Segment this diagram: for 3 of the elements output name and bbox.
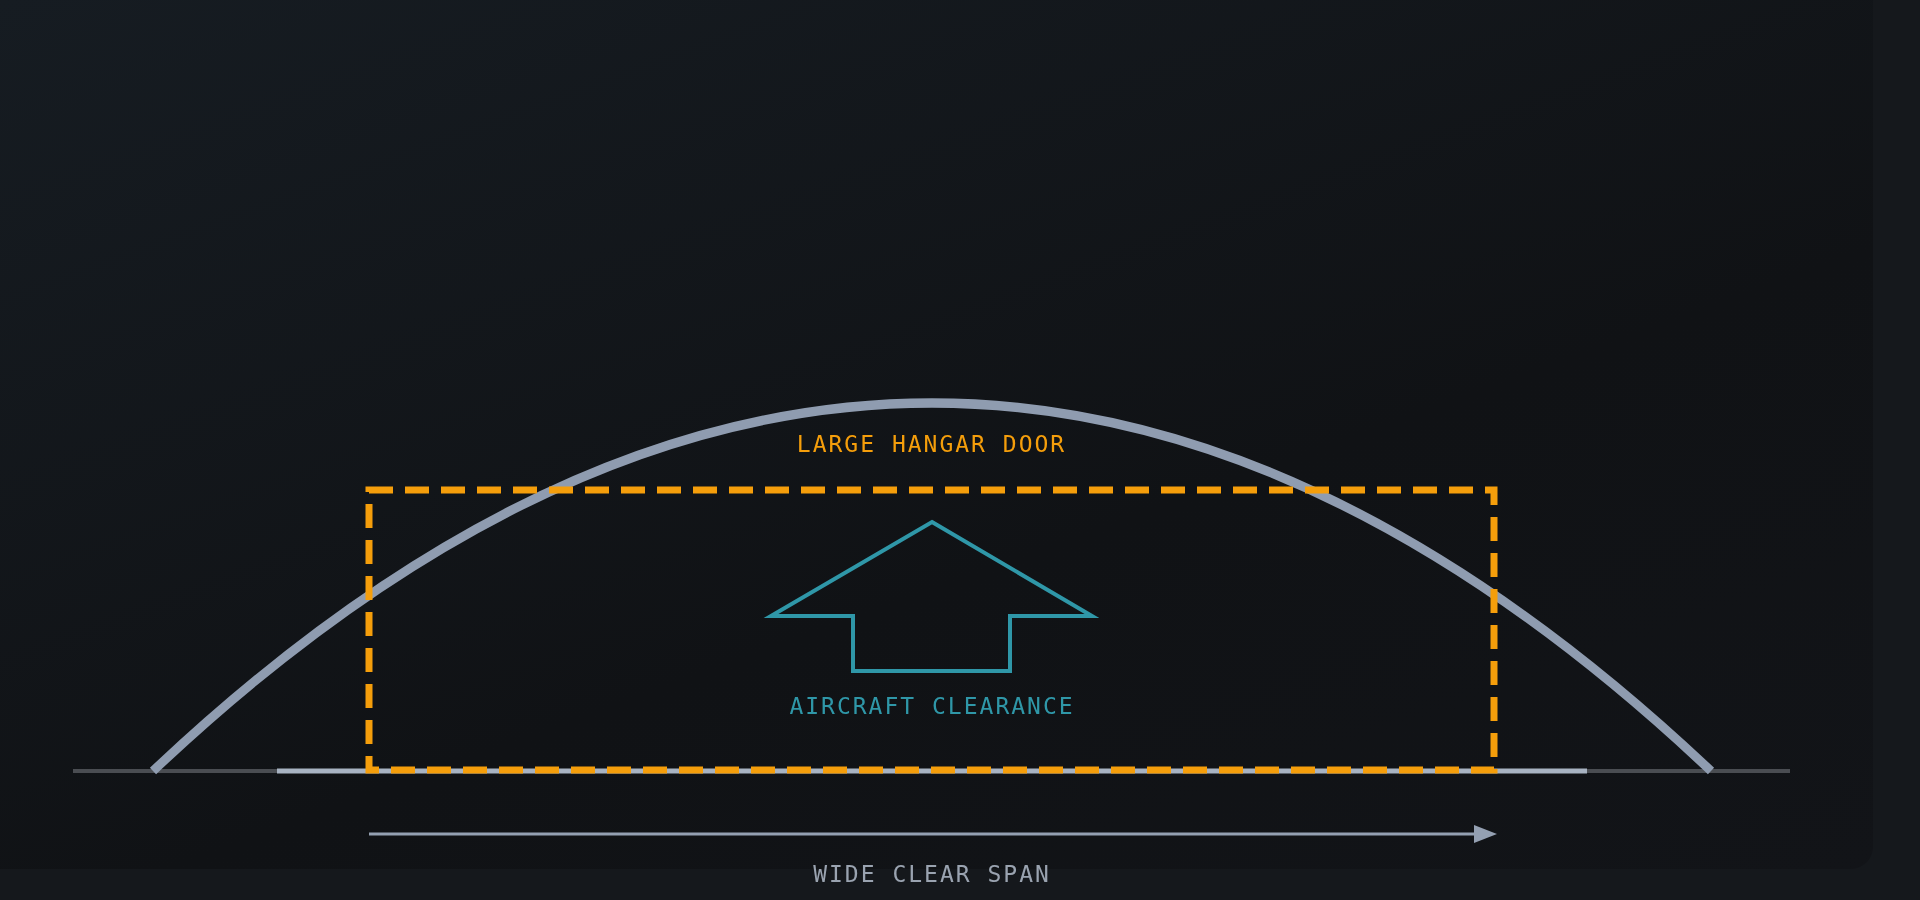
span-label: WIDE CLEAR SPAN (813, 860, 1051, 888)
door-label: LARGE HANGAR DOOR (796, 430, 1067, 458)
clearance-label: AIRCRAFT CLEARANCE (789, 692, 1075, 720)
